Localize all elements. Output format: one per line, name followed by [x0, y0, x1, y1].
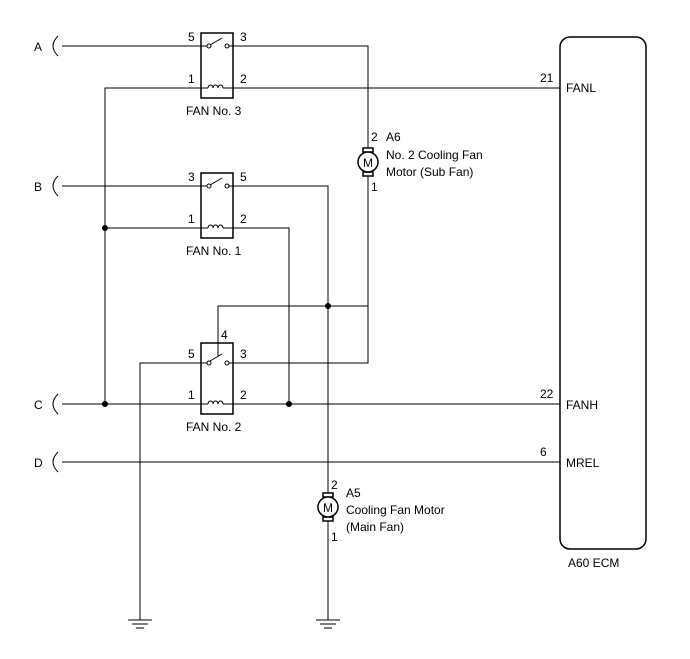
motor-name: (Main Fan) — [346, 520, 404, 534]
motor-code: A6 — [386, 130, 401, 144]
relay-coil-icon — [201, 84, 233, 89]
pin-label: 1 — [188, 212, 195, 226]
junction-dot — [286, 401, 292, 407]
connector-label: A — [34, 40, 42, 54]
wire-fan1-5-a5 — [233, 185, 329, 493]
relay-fan-no-2: 4 5 3 1 2 FAN No. 2 — [186, 328, 247, 434]
relay-fan-no-3: 5 3 1 2 FAN No. 3 — [186, 30, 247, 118]
pin-label: 1 — [331, 530, 338, 544]
connector-c: C — [34, 393, 59, 415]
ecm-terminal-name: FANL — [566, 81, 596, 95]
connector-bracket-icon — [52, 175, 59, 197]
pin-label: 2 — [240, 72, 247, 86]
ecm-label: A60 ECM — [568, 556, 619, 570]
motor-symbol: M — [363, 156, 373, 170]
connector-label: B — [34, 180, 42, 194]
relay-switch-icon — [201, 343, 233, 366]
wire-fan3-3-a6 — [233, 45, 369, 148]
relay-fan-no-1: 3 5 1 2 FAN No. 1 — [186, 170, 247, 258]
pin-label: 3 — [240, 347, 247, 361]
motor-icon — [317, 496, 339, 518]
pin-label: 1 — [188, 388, 195, 402]
relay-coil-icon — [201, 400, 233, 405]
pin-label: 1 — [371, 180, 378, 194]
motor-code: A5 — [346, 486, 361, 500]
pin-label: 2 — [371, 130, 378, 144]
junction-dots — [102, 225, 331, 407]
relay-label: FAN No. 1 — [186, 244, 242, 258]
connector-bracket-icon — [52, 35, 59, 57]
pin-label: 3 — [240, 30, 247, 44]
junction-dot — [325, 303, 331, 309]
junction-dot — [102, 225, 108, 231]
motor-a5: M 2 1 A5 Cooling Fan Motor (Main Fan) — [317, 478, 445, 544]
relay-label: FAN No. 2 — [186, 420, 242, 434]
motor-a6: M 2 1 A6 No. 2 Cooling Fan Motor (Sub Fa… — [357, 130, 483, 194]
motor-symbol: M — [323, 501, 333, 515]
connector-a: A — [34, 35, 59, 57]
ecm-pin-label: 21 — [540, 71, 554, 85]
ground-icon — [128, 619, 152, 629]
ecm-box — [559, 36, 647, 550]
wire-fan1-2-fanh — [233, 227, 290, 404]
wire-fan3-1-bus — [104, 87, 201, 404]
motor-icon — [357, 151, 379, 173]
ground-icon — [316, 619, 340, 629]
relay-coil-icon — [201, 224, 233, 229]
ecm-terminal-name: MREL — [566, 456, 600, 470]
connector-label: C — [34, 398, 43, 412]
relay-label: FAN No. 3 — [186, 104, 242, 118]
pin-label: 5 — [188, 347, 195, 361]
connector-bracket-icon — [52, 451, 59, 473]
pin-label: 2 — [331, 478, 338, 492]
pin-label: 1 — [188, 72, 195, 86]
wire-fan2-4-junction — [217, 305, 368, 353]
wire-a6-fan2-3 — [233, 176, 369, 364]
ecm-terminal-name: FANH — [566, 398, 598, 412]
connector-b: B — [34, 175, 59, 197]
motor-name: No. 2 Cooling Fan — [386, 148, 483, 162]
junction-dot — [102, 401, 108, 407]
relay-box — [200, 342, 234, 415]
relay-switch-icon — [201, 37, 233, 49]
pin-label: 5 — [188, 30, 195, 44]
ecm-pin-label: 22 — [540, 387, 554, 401]
wires — [62, 45, 560, 620]
pin-label: 3 — [188, 170, 195, 184]
motor-name: Motor (Sub Fan) — [386, 165, 473, 179]
relay-switch-icon — [201, 177, 233, 189]
wire-fan2-5-ground — [139, 362, 201, 620]
pin-label: 4 — [221, 328, 228, 342]
ecm-pin-label: 6 — [540, 445, 547, 459]
pin-label: 2 — [240, 212, 247, 226]
ecm-a60: 21 FANL 22 FANH 6 MREL A60 ECM — [540, 36, 647, 570]
connector-label: D — [34, 456, 43, 470]
connector-bracket-icon — [52, 393, 59, 415]
connector-d: D — [34, 451, 59, 473]
motor-name: Cooling Fan Motor — [346, 503, 445, 517]
pin-label: 5 — [240, 170, 247, 184]
pin-label: 2 — [240, 388, 247, 402]
